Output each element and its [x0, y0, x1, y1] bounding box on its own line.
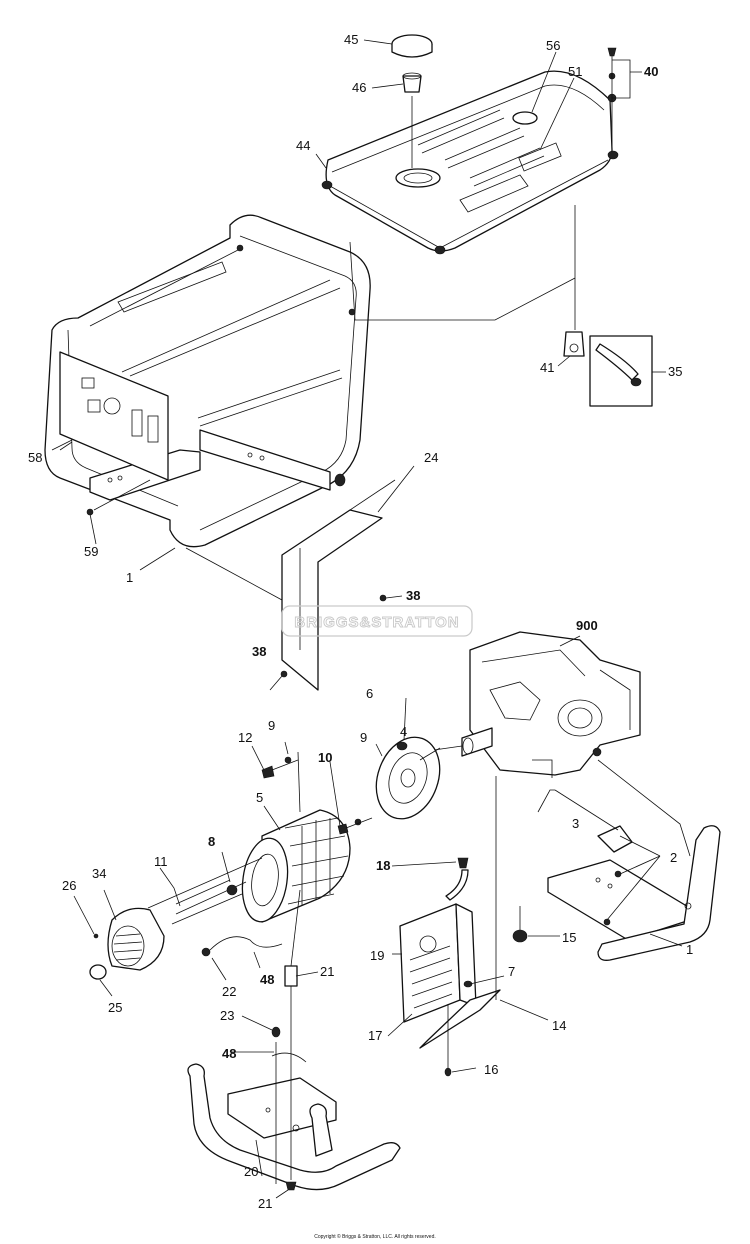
watermark-text: BRIGGS&STRATTON — [294, 614, 459, 631]
callout-38-upper: 38 — [406, 588, 420, 603]
callout-44: 44 — [296, 138, 310, 153]
callout-22: 22 — [222, 984, 236, 999]
callout-59: 59 — [84, 544, 98, 559]
callout-51: 51 — [568, 64, 582, 79]
leader-lines — [59, 39, 666, 1199]
brand-watermark: BRIGGS&STRATTON — [281, 605, 473, 637]
callout-48-lower: 48 — [222, 1046, 236, 1061]
callout-56: 56 — [546, 38, 560, 53]
callout-40: 40 — [644, 64, 658, 79]
callout-1-rail: 1 — [686, 942, 693, 957]
callout-21-lower: 21 — [258, 1196, 272, 1211]
callout-5: 5 — [256, 790, 263, 805]
callout-11: 11 — [154, 854, 168, 869]
callout-14: 14 — [552, 1018, 566, 1033]
callout-3: 3 — [572, 816, 579, 831]
callout-9-right: 9 — [360, 730, 367, 745]
callout-8: 8 — [208, 834, 215, 849]
callout-34: 34 — [92, 866, 106, 881]
callout-41: 41 — [540, 360, 554, 375]
right-base-rail — [547, 759, 721, 961]
callout-20: 20 — [244, 1164, 258, 1179]
callout-35: 35 — [668, 364, 682, 379]
callout-26: 26 — [62, 878, 76, 893]
callout-16: 16 — [484, 1062, 498, 1077]
callout-7: 7 — [508, 964, 515, 979]
callout-17: 17 — [368, 1028, 382, 1043]
callout-45: 45 — [344, 32, 358, 47]
callout-10: 10 — [318, 750, 332, 765]
callout-4: 4 — [400, 724, 407, 739]
callout-25: 25 — [108, 1000, 122, 1015]
handle-base — [187, 889, 401, 1191]
alternator-cover-bracket — [185, 479, 403, 691]
part-callouts: 45 46 44 56 51 40 41 35 58 59 1 24 38 38… — [28, 32, 693, 1211]
callout-58: 58 — [28, 450, 42, 465]
callout-6: 6 — [366, 686, 373, 701]
callout-18: 18 — [376, 858, 390, 873]
callout-38-lower: 38 — [252, 644, 266, 659]
callout-9-left: 9 — [268, 718, 275, 733]
callout-24: 24 — [424, 450, 438, 465]
engine — [419, 631, 641, 778]
callout-21-upper: 21 — [320, 964, 334, 979]
callout-1-frame: 1 — [126, 570, 133, 585]
callout-2: 2 — [670, 850, 677, 865]
callout-15: 15 — [562, 930, 576, 945]
callout-46: 46 — [352, 80, 366, 95]
callout-48-upper: 48 — [260, 972, 274, 987]
frame-cradle — [44, 214, 371, 548]
muffler — [399, 776, 549, 1077]
fuel-tank — [321, 34, 653, 407]
callout-23: 23 — [220, 1008, 234, 1023]
callout-900: 900 — [576, 618, 598, 633]
callout-12: 12 — [238, 730, 252, 745]
callout-19: 19 — [370, 948, 384, 963]
copyright-notice: Copyright © Briggs & Stratton, LLC. All … — [314, 1233, 436, 1240]
alternator — [89, 736, 441, 980]
